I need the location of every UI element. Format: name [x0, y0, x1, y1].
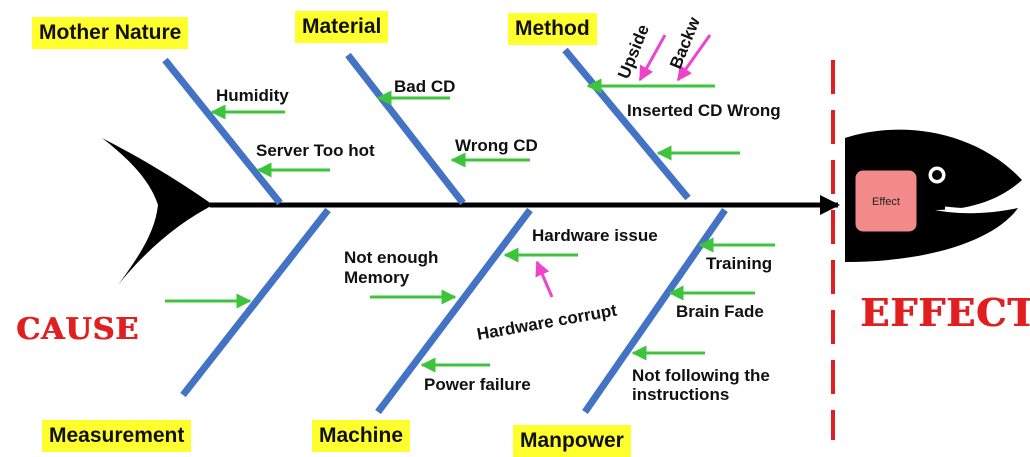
cause-upside: Upside [614, 22, 653, 82]
cause-inserted-cd-wrong: Inserted CD Wrong [627, 101, 781, 120]
category-measurement: Measurement [42, 420, 192, 452]
effect-box [854, 169, 918, 233]
effect-title: EFFECT [860, 290, 1030, 335]
bone-method [562, 47, 691, 201]
bone-machine [375, 207, 533, 415]
bone-measurement [180, 207, 331, 398]
cause-bad-cd: Bad CD [394, 77, 456, 96]
category-method: Method [508, 13, 597, 45]
bone-mother-nature [162, 57, 283, 206]
cause-power-failure: Power failure [424, 375, 531, 394]
cause-wrong-cd: Wrong CD [455, 136, 538, 155]
cause-not-following-line1: Not following the [632, 366, 770, 385]
cause-server-too-hot: Server Too hot [256, 141, 375, 160]
cause-training: Training [706, 254, 773, 273]
cause-hardware-issue: Hardware issue [532, 226, 658, 245]
bone-material [345, 52, 466, 206]
cause-not-enough-line1: Not enough [344, 248, 439, 267]
category-mother-nature: Mother Nature [32, 17, 189, 49]
category-machine: Machine [312, 420, 411, 452]
fish-tail [102, 138, 213, 285]
category-material: Material [295, 11, 389, 43]
cause-backw: Backw [666, 14, 704, 72]
cause-not-enough-line2: Memory [344, 268, 410, 287]
fish-mouth [944, 198, 1019, 212]
cause-brain-fade: Brain Fade [676, 302, 764, 321]
cause-title: CAUSE [16, 312, 139, 347]
cause-not-following-line2: instructions [632, 385, 730, 404]
category-manpower: Manpower [513, 425, 631, 457]
cause-humidity: Humidity [216, 86, 289, 105]
cause-hardware-corrupt: Hardware corrupt [475, 301, 618, 344]
effect-box-label: Effect [872, 196, 900, 208]
